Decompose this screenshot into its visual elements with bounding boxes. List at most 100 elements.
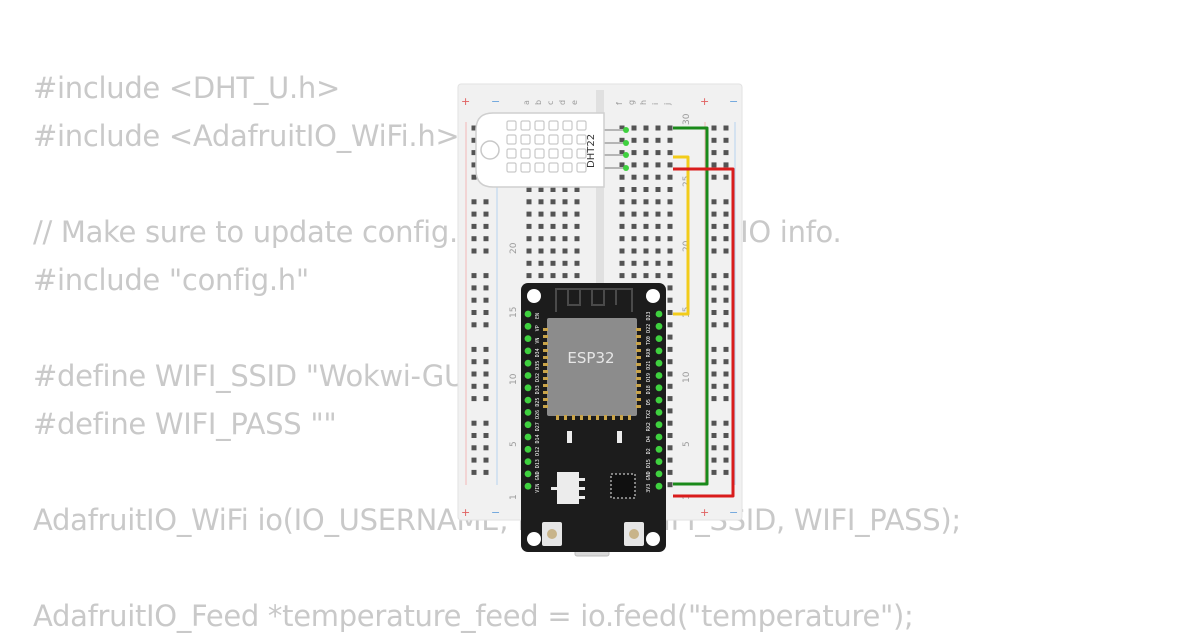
wire-green-gnd[interactable] <box>673 126 709 486</box>
esp32-pin[interactable] <box>655 409 663 416</box>
breadboard-hole[interactable] <box>631 162 637 168</box>
breadboard-hole[interactable] <box>631 199 637 205</box>
rail-hole[interactable] <box>711 174 717 180</box>
rail-hole[interactable] <box>471 199 477 205</box>
rail-hole[interactable] <box>711 433 717 438</box>
rail-hole[interactable] <box>711 223 717 229</box>
breadboard-hole[interactable] <box>631 174 637 180</box>
rail-hole[interactable] <box>711 211 717 217</box>
rail-hole[interactable] <box>471 174 477 180</box>
esp32-pin[interactable] <box>524 359 532 367</box>
breadboard-hole[interactable] <box>667 359 673 365</box>
rail-hole[interactable] <box>723 199 729 205</box>
rail-hole[interactable] <box>471 285 477 291</box>
breadboard-hole[interactable] <box>550 187 556 192</box>
rail-hole[interactable] <box>483 273 489 279</box>
breadboard-hole[interactable] <box>655 223 661 229</box>
breadboard-hole[interactable] <box>526 199 532 205</box>
esp32-pin[interactable] <box>655 310 663 318</box>
breadboard-hole[interactable] <box>655 236 661 242</box>
rail-hole[interactable] <box>471 162 477 168</box>
esp32-devkit[interactable]: ESP32 ENVPVND34D35D32D33D25D26D27D14D12D… <box>521 283 666 557</box>
breadboard-hole[interactable] <box>667 334 673 340</box>
rail-hole[interactable] <box>471 359 477 365</box>
breadboard-hole[interactable] <box>667 445 673 451</box>
breadboard-hole[interactable] <box>562 248 568 254</box>
breadboard-hole[interactable] <box>574 211 580 217</box>
rail-hole[interactable] <box>483 199 489 205</box>
breadboard-hole[interactable] <box>526 187 532 192</box>
breadboard-hole[interactable] <box>667 211 673 217</box>
esp32-left-header[interactable]: ENVPVND34D35D32D33D25D26D27D14D12D13GNDV… <box>524 310 541 493</box>
breadboard-hole[interactable] <box>562 211 568 217</box>
breadboard-hole[interactable] <box>562 187 568 192</box>
breadboard-hole[interactable] <box>643 236 649 242</box>
esp32-pin[interactable] <box>655 372 663 379</box>
breadboard-hole[interactable] <box>562 260 568 266</box>
breadboard-hole[interactable] <box>550 273 556 279</box>
esp32-pin[interactable] <box>655 470 663 478</box>
breadboard-hole[interactable] <box>667 223 673 229</box>
breadboard-hole[interactable] <box>667 310 673 315</box>
breadboard-hole[interactable] <box>526 236 532 242</box>
breadboard-hole[interactable] <box>619 125 625 131</box>
rail-hole[interactable] <box>723 223 729 229</box>
rail-hole[interactable] <box>723 383 729 389</box>
breadboard-hole[interactable] <box>667 162 673 168</box>
rail-hole[interactable] <box>723 371 729 377</box>
rail-hole[interactable] <box>711 297 717 303</box>
rail-hole[interactable] <box>723 211 729 217</box>
rail-hole[interactable] <box>723 310 729 315</box>
rail-hole[interactable] <box>483 433 489 438</box>
breadboard-hole[interactable] <box>562 273 568 279</box>
rail-hole[interactable] <box>483 248 489 254</box>
rail-hole[interactable] <box>471 223 477 229</box>
sensor-pin[interactable] <box>623 140 629 146</box>
rail-hole[interactable] <box>471 322 477 328</box>
breadboard-hole[interactable] <box>655 150 661 156</box>
breadboard-hole[interactable] <box>619 150 625 156</box>
breadboard-hole[interactable] <box>643 260 649 266</box>
breadboard-hole[interactable] <box>538 211 544 217</box>
breadboard-hole[interactable] <box>550 199 556 205</box>
esp32-pin[interactable] <box>524 409 532 416</box>
rail-hole[interactable] <box>723 469 729 475</box>
rail-hole[interactable] <box>723 322 729 328</box>
breadboard-hole[interactable] <box>574 223 580 229</box>
breadboard-hole[interactable] <box>631 150 637 156</box>
breadboard-hole[interactable] <box>574 199 580 205</box>
breadboard-hole[interactable] <box>619 260 625 266</box>
esp32-pin[interactable] <box>655 347 663 355</box>
breadboard-hole[interactable] <box>526 223 532 229</box>
rail-hole[interactable] <box>483 322 489 328</box>
esp32-pin[interactable] <box>655 421 663 429</box>
breadboard-hole[interactable] <box>619 174 625 180</box>
breadboard-hole[interactable] <box>643 199 649 205</box>
breadboard-hole[interactable] <box>538 236 544 242</box>
breadboard-hole[interactable] <box>631 260 637 266</box>
reset-button-cap[interactable] <box>629 529 639 539</box>
breadboard-hole[interactable] <box>643 137 649 143</box>
breadboard-hole[interactable] <box>619 236 625 242</box>
rail-hole[interactable] <box>471 346 477 352</box>
boot-button-cap[interactable] <box>547 529 557 539</box>
rail-hole[interactable] <box>723 445 729 451</box>
breadboard-hole[interactable] <box>667 187 673 192</box>
breadboard-hole[interactable] <box>574 236 580 242</box>
breadboard-hole[interactable] <box>631 273 637 279</box>
rail-hole[interactable] <box>723 420 729 426</box>
esp32-pin[interactable] <box>524 445 532 453</box>
breadboard-hole[interactable] <box>562 199 568 205</box>
breadboard-hole[interactable] <box>538 248 544 254</box>
breadboard-hole[interactable] <box>655 199 661 205</box>
breadboard-hole[interactable] <box>655 174 661 180</box>
rail-hole[interactable] <box>471 297 477 303</box>
breadboard-hole[interactable] <box>667 236 673 242</box>
rail-hole[interactable] <box>483 223 489 229</box>
rail-hole[interactable] <box>483 297 489 303</box>
esp32-pin[interactable] <box>655 396 663 404</box>
wires[interactable] <box>673 126 735 498</box>
breadboard-hole[interactable] <box>643 174 649 180</box>
rail-hole[interactable] <box>483 420 489 426</box>
